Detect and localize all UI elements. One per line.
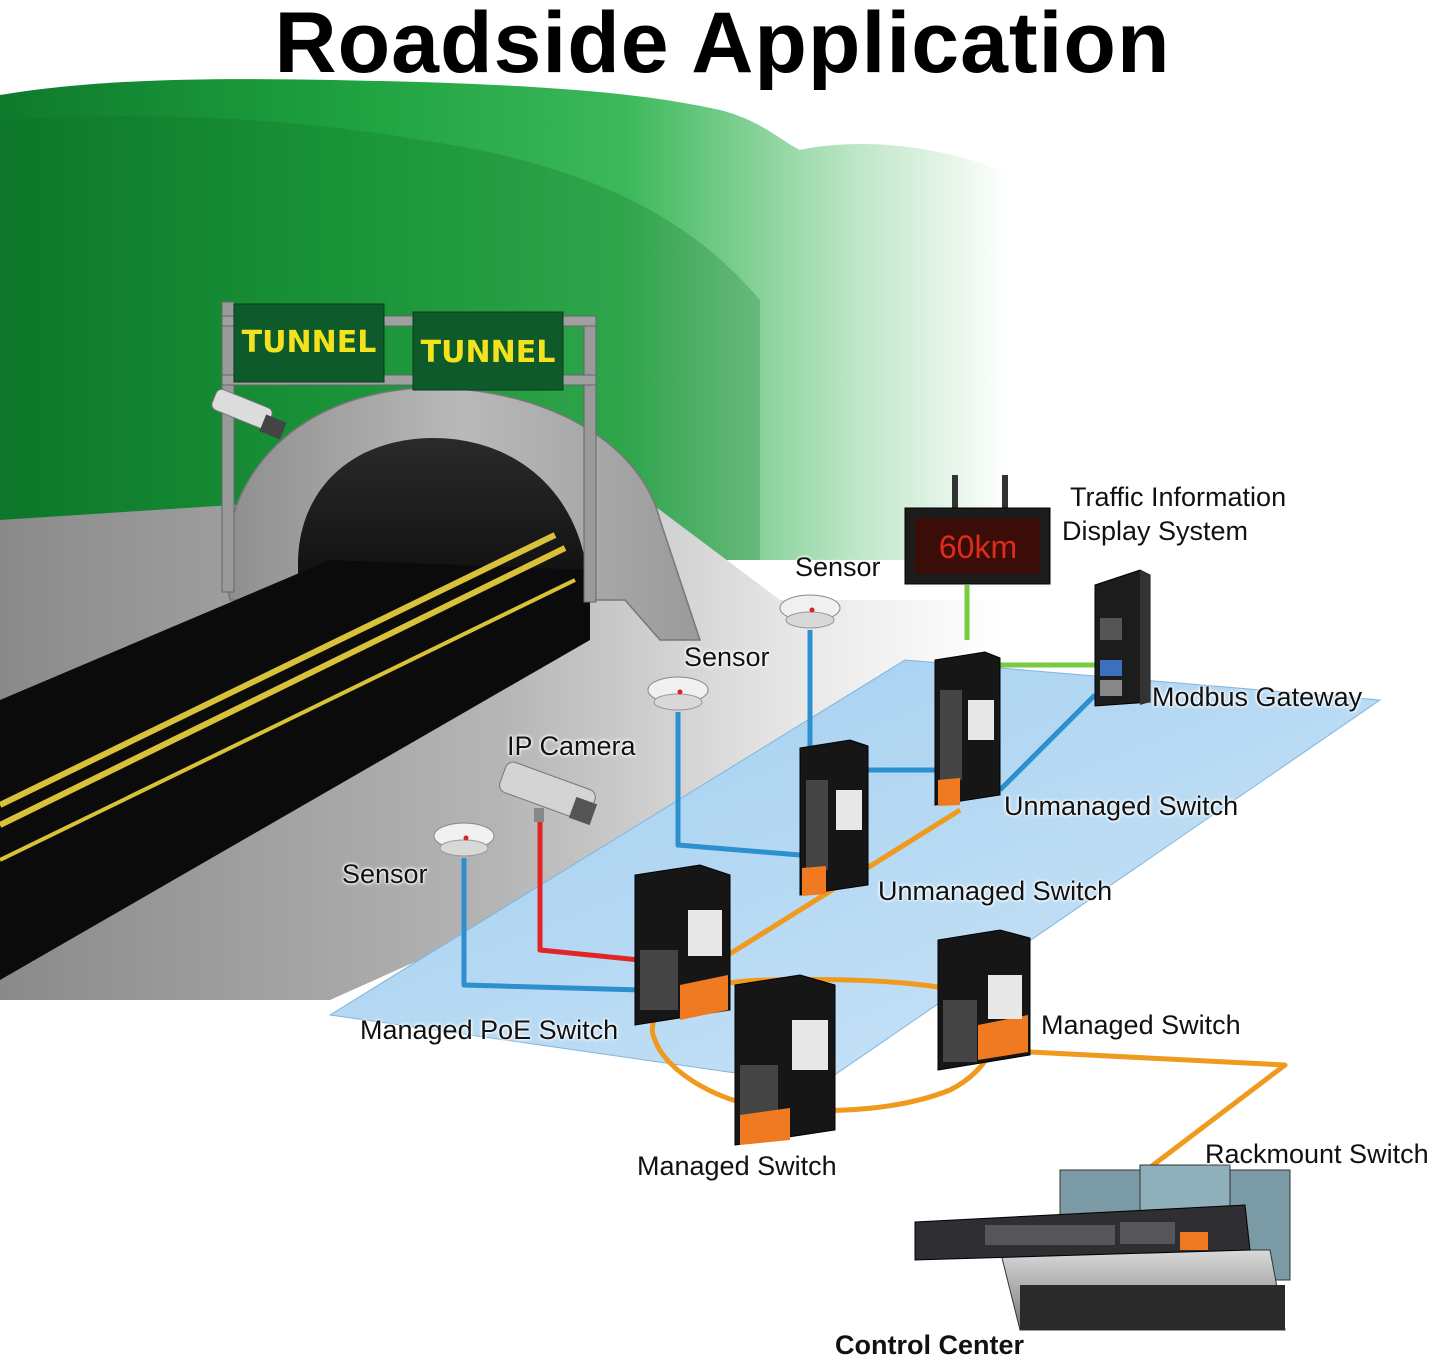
- label-modbus-gateway: Modbus Gateway: [1152, 682, 1363, 712]
- orange-link-rackmount: [1029, 1049, 1288, 1177]
- sensor-top-icon: [779, 594, 841, 629]
- tunnel-sign-2-text: TUNNEL: [421, 335, 556, 370]
- page-title: Roadside Application: [274, 0, 1171, 91]
- rackmount-switch-device: [914, 1204, 1251, 1261]
- label-ip-camera: IP Camera: [507, 731, 636, 761]
- label-managed-switch-bottom: Managed Switch: [637, 1151, 837, 1181]
- label-managed-switch-right: Managed Switch: [1041, 1010, 1241, 1040]
- lane-line-2: [0, 545, 567, 828]
- label-unmanaged-switch-2: Unmanaged Switch: [878, 876, 1113, 906]
- tunnel-sign-2: [412, 311, 564, 391]
- label-sensor-left: Sensor: [342, 859, 428, 889]
- label-sensor-top: Sensor: [795, 552, 881, 582]
- label-managed-poe-switch: Managed PoE Switch: [360, 1015, 619, 1045]
- label-traffic-info-line2: Display System: [1062, 516, 1249, 546]
- managed-poe-switch-device: [634, 864, 731, 1026]
- blue-link-sensor-left: [461, 858, 641, 993]
- network-links: [461, 585, 1288, 1177]
- lane-line-1: [0, 532, 557, 808]
- ip-camera-icon: [499, 761, 598, 826]
- label-rackmount-switch: Rackmount Switch: [1205, 1139, 1429, 1169]
- sensor-left-icon: [433, 822, 495, 857]
- tunnel-sign-1: [233, 303, 385, 383]
- sensor-mid-icon: [647, 676, 709, 711]
- label-traffic-info-line1: Traffic Information: [1070, 482, 1287, 512]
- sign-gantry: TUNNEL TUNNEL: [221, 301, 597, 603]
- unmanaged-switch-2-device: [799, 739, 869, 896]
- tunnel-sign-1-text: TUNNEL: [242, 325, 377, 360]
- display-value: 60km: [939, 529, 1017, 565]
- managed-switch-right-device: [937, 929, 1031, 1071]
- managed-switch-bottom-device: [734, 974, 836, 1146]
- tunnel-camera-icon: [211, 388, 287, 440]
- modbus-gateway-device: [1094, 569, 1151, 707]
- traffic-display: 60km: [904, 475, 1051, 585]
- blue-link-sensor-mid: [675, 712, 801, 858]
- unmanaged-switch-1-device: [934, 651, 1001, 806]
- red-link-camera: [537, 815, 641, 963]
- lane-line-3: [0, 578, 576, 862]
- label-unmanaged-switch-1: Unmanaged Switch: [1004, 791, 1239, 821]
- road: [0, 560, 590, 980]
- label-sensor-mid: Sensor: [684, 642, 770, 672]
- blue-link-gateway: [998, 693, 1097, 792]
- label-control-center: Control Center: [835, 1330, 1024, 1360]
